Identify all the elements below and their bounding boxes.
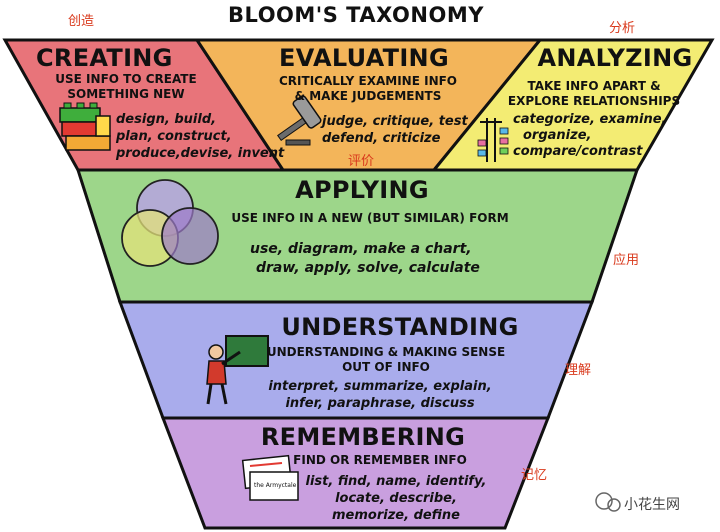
creating-verbs-line: produce,devise, invent xyxy=(116,146,285,161)
creating-cn-label: 创造 xyxy=(68,14,95,29)
remembering-description: FIND OR REMEMBER INFO xyxy=(293,453,467,468)
creating-description: USE INFO TO CREATE SOMETHING NEW xyxy=(55,72,196,102)
remembering-heading: REMEMBERING xyxy=(260,423,466,451)
understanding-cn-label: 理解 xyxy=(565,363,592,378)
remembering-verbs-line: memorize, define xyxy=(332,508,460,523)
evaluating-cn-label: 评价 xyxy=(348,154,375,169)
understanding-desc-line: OUT OF INFO xyxy=(342,360,430,374)
applying-verbs-line: use, diagram, make a chart, xyxy=(250,241,472,257)
watermark-text: 小花生网 xyxy=(624,497,680,513)
applying-heading: APPLYING xyxy=(295,176,429,204)
creating-heading: CREATING xyxy=(36,44,173,72)
lego-blocks-icon xyxy=(59,102,111,151)
evaluating-description: CRITICALLY EXAMINE INFO & MAKE JUDGEMENT… xyxy=(279,74,457,104)
analyzing-heading: ANALYZING xyxy=(537,44,693,72)
flash-cards-icon xyxy=(241,454,299,501)
flash-card-text: the Armyctale xyxy=(254,482,297,489)
evaluating-heading: EVALUATING xyxy=(279,44,449,72)
analyzing-cn-label: 分析 xyxy=(609,21,636,36)
evaluating-desc-line: & MAKE JUDGEMENTS xyxy=(294,89,442,103)
analyzing-verbs: categorize, examine, organize, compare/c… xyxy=(513,112,666,160)
applying-verbs: use, diagram, make a chart, draw, apply,… xyxy=(250,240,480,278)
analyzing-desc-line: TAKE INFO APART & xyxy=(527,79,661,93)
creating-desc-line: USE INFO TO CREATE xyxy=(55,72,197,86)
analyzing-verbs-line: organize, xyxy=(523,128,592,143)
applying-verbs-line: draw, apply, solve, calculate xyxy=(256,260,480,276)
understanding-desc-line: UNDERSTANDING & MAKING SENSE xyxy=(266,345,506,359)
evaluating-verbs-line: defend, criticize xyxy=(322,131,441,146)
understanding-verbs-line: interpret, summarize, explain, xyxy=(268,379,492,394)
analyzing-verbs-line: categorize, examine, xyxy=(513,112,667,127)
remembering-desc-line: FIND OR REMEMBER INFO xyxy=(293,453,467,467)
remembering-verbs-line: list, find, name, identify, xyxy=(305,474,487,489)
understanding-heading: UNDERSTANDING xyxy=(281,313,519,341)
remembering-verbs-line: locate, describe, xyxy=(335,491,457,506)
evaluating-verbs-line: judge, critique, test xyxy=(322,114,468,129)
remembering-cn-label: 记忆 xyxy=(521,468,548,483)
creating-desc-line: SOMETHING NEW xyxy=(67,87,185,101)
sorting-chart-icon xyxy=(477,118,509,162)
analyzing-description: TAKE INFO APART & EXPLORE RELATIONSHIPS xyxy=(508,79,680,109)
applying-cn-label: 应用 xyxy=(613,253,640,268)
analyzing-desc-line: EXPLORE RELATIONSHIPS xyxy=(507,94,681,108)
creating-verbs-line: plan, construct, xyxy=(116,129,232,144)
venn-diagram-icon xyxy=(121,179,219,267)
remembering-verbs: list, find, name, identify, locate, desc… xyxy=(305,473,486,524)
evaluating-desc-line: CRITICALLY EXAMINE INFO xyxy=(278,74,458,88)
wechat-icon xyxy=(595,492,621,512)
applying-desc-line: USE INFO IN A NEW (BUT SIMILAR) FORM xyxy=(231,211,509,225)
analyzing-verbs-line: compare/contrast xyxy=(513,144,643,159)
gavel-icon xyxy=(277,95,322,146)
understanding-verbs-line: infer, paraphrase, discuss xyxy=(285,396,475,411)
understanding-description: UNDERSTANDING & MAKING SENSE OUT OF INFO xyxy=(267,345,505,375)
understanding-verbs: interpret, summarize, explain, infer, pa… xyxy=(268,378,491,412)
creating-verbs-line: design, build, xyxy=(116,112,217,127)
page-title: BLOOM'S TAXONOMY xyxy=(228,3,484,27)
creating-verbs: design, build, plan, construct, produce,… xyxy=(116,111,284,162)
teacher-chalkboard-icon xyxy=(206,335,269,405)
evaluating-verbs: judge, critique, test defend, criticize xyxy=(322,113,468,147)
applying-description: USE INFO IN A NEW (BUT SIMILAR) FORM xyxy=(231,211,508,226)
